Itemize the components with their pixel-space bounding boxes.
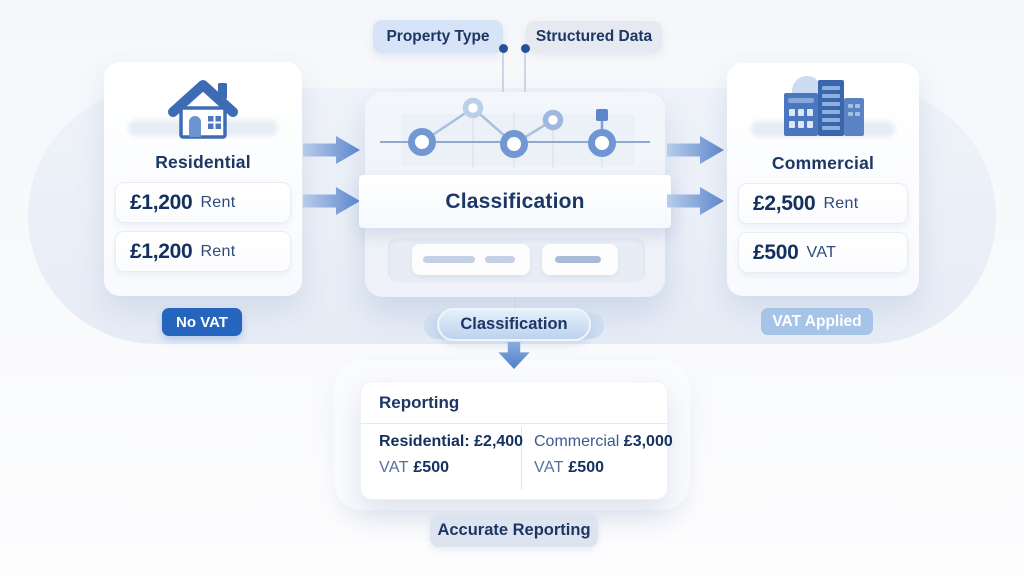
rent-label: Rent bbox=[823, 194, 859, 212]
connector-line bbox=[524, 53, 526, 92]
connector-line bbox=[514, 297, 516, 311]
arrow-right-icon bbox=[303, 187, 360, 215]
connector-dot bbox=[521, 44, 530, 53]
house-icon bbox=[163, 74, 243, 145]
rent-amount: £1,200 bbox=[130, 190, 193, 214]
no-vat-text: No VAT bbox=[176, 313, 228, 331]
vat-value: £500 bbox=[568, 459, 604, 476]
connector-dot bbox=[499, 44, 508, 53]
commercial-card: Commercial £2,500 Rent £500 VAT bbox=[727, 63, 919, 296]
classification-banner: Classification bbox=[359, 175, 671, 228]
placeholder-bar bbox=[485, 256, 515, 263]
accurate-reporting-text: Accurate Reporting bbox=[437, 521, 591, 539]
accurate-reporting-badge: Accurate Reporting bbox=[430, 514, 598, 547]
reporting-commercial-vat-line: VAT £500 bbox=[534, 459, 604, 477]
buildings-icon bbox=[777, 75, 869, 142]
vat-value: £500 bbox=[413, 459, 449, 476]
classification-box: Classification bbox=[359, 92, 671, 297]
structured-data-text: Structured Data bbox=[535, 27, 653, 45]
vat-label: VAT bbox=[534, 459, 564, 476]
property-type-label: Property Type bbox=[373, 20, 503, 53]
rent-label: Rent bbox=[200, 242, 236, 260]
commercial-rent-row: £2,500 Rent bbox=[738, 183, 908, 224]
vat-applied-text: VAT Applied bbox=[772, 312, 862, 330]
no-vat-badge: No VAT bbox=[162, 308, 242, 336]
divider bbox=[361, 423, 667, 424]
connector-line bbox=[502, 53, 504, 92]
placeholder-bar bbox=[555, 256, 601, 263]
property-type-text: Property Type bbox=[386, 27, 490, 45]
structured-data-label: Structured Data bbox=[526, 21, 662, 52]
vat-amount: £500 bbox=[753, 240, 799, 264]
reporting-commercial-line: Commercial £3,000 bbox=[534, 433, 673, 451]
rent-label: Rent bbox=[200, 193, 236, 211]
residential-card: Residential £1,200 Rent £1,200 Rent bbox=[104, 62, 302, 296]
rent-amount: £2,500 bbox=[753, 191, 816, 215]
placeholder-card bbox=[542, 244, 618, 275]
reporting-residential-line: Residential: £2,400 bbox=[379, 433, 523, 451]
arrow-down-icon bbox=[498, 342, 530, 369]
classification-pill: Classification bbox=[437, 308, 591, 341]
residential-rent-row-1: £1,200 Rent bbox=[115, 182, 291, 223]
reporting-residential-value: £2,400 bbox=[474, 433, 524, 450]
divider bbox=[521, 427, 522, 490]
commercial-title: Commercial bbox=[771, 153, 875, 173]
reporting-commercial-value: £3,000 bbox=[623, 433, 673, 450]
reporting-residential-label: Residential: bbox=[379, 433, 470, 450]
reporting-residential-vat-line: VAT £500 bbox=[379, 459, 449, 477]
placeholder-tray bbox=[388, 238, 645, 282]
arrow-right-icon bbox=[303, 136, 360, 164]
line-chart-icon bbox=[365, 92, 665, 175]
arrow-right-icon bbox=[667, 187, 724, 215]
vat-label: VAT bbox=[806, 243, 837, 261]
reporting-title: Reporting bbox=[379, 393, 460, 412]
reporting-commercial-label: Commercial bbox=[534, 433, 620, 450]
vat-applied-badge: VAT Applied bbox=[761, 308, 873, 335]
classification-pill-text: Classification bbox=[460, 315, 568, 333]
reporting-card: Reporting Residential: £2,400 VAT £500 C… bbox=[360, 381, 673, 500]
commercial-vat-row: £500 VAT bbox=[738, 232, 908, 273]
vat-label: VAT bbox=[379, 459, 409, 476]
residential-title: Residential bbox=[155, 152, 251, 172]
residential-rent-row-2: £1,200 Rent bbox=[115, 231, 291, 272]
classification-banner-title: Classification bbox=[445, 189, 585, 213]
placeholder-bar bbox=[423, 256, 475, 263]
arrow-right-icon bbox=[667, 136, 724, 164]
placeholder-card bbox=[412, 244, 530, 275]
rent-amount: £1,200 bbox=[130, 239, 193, 263]
